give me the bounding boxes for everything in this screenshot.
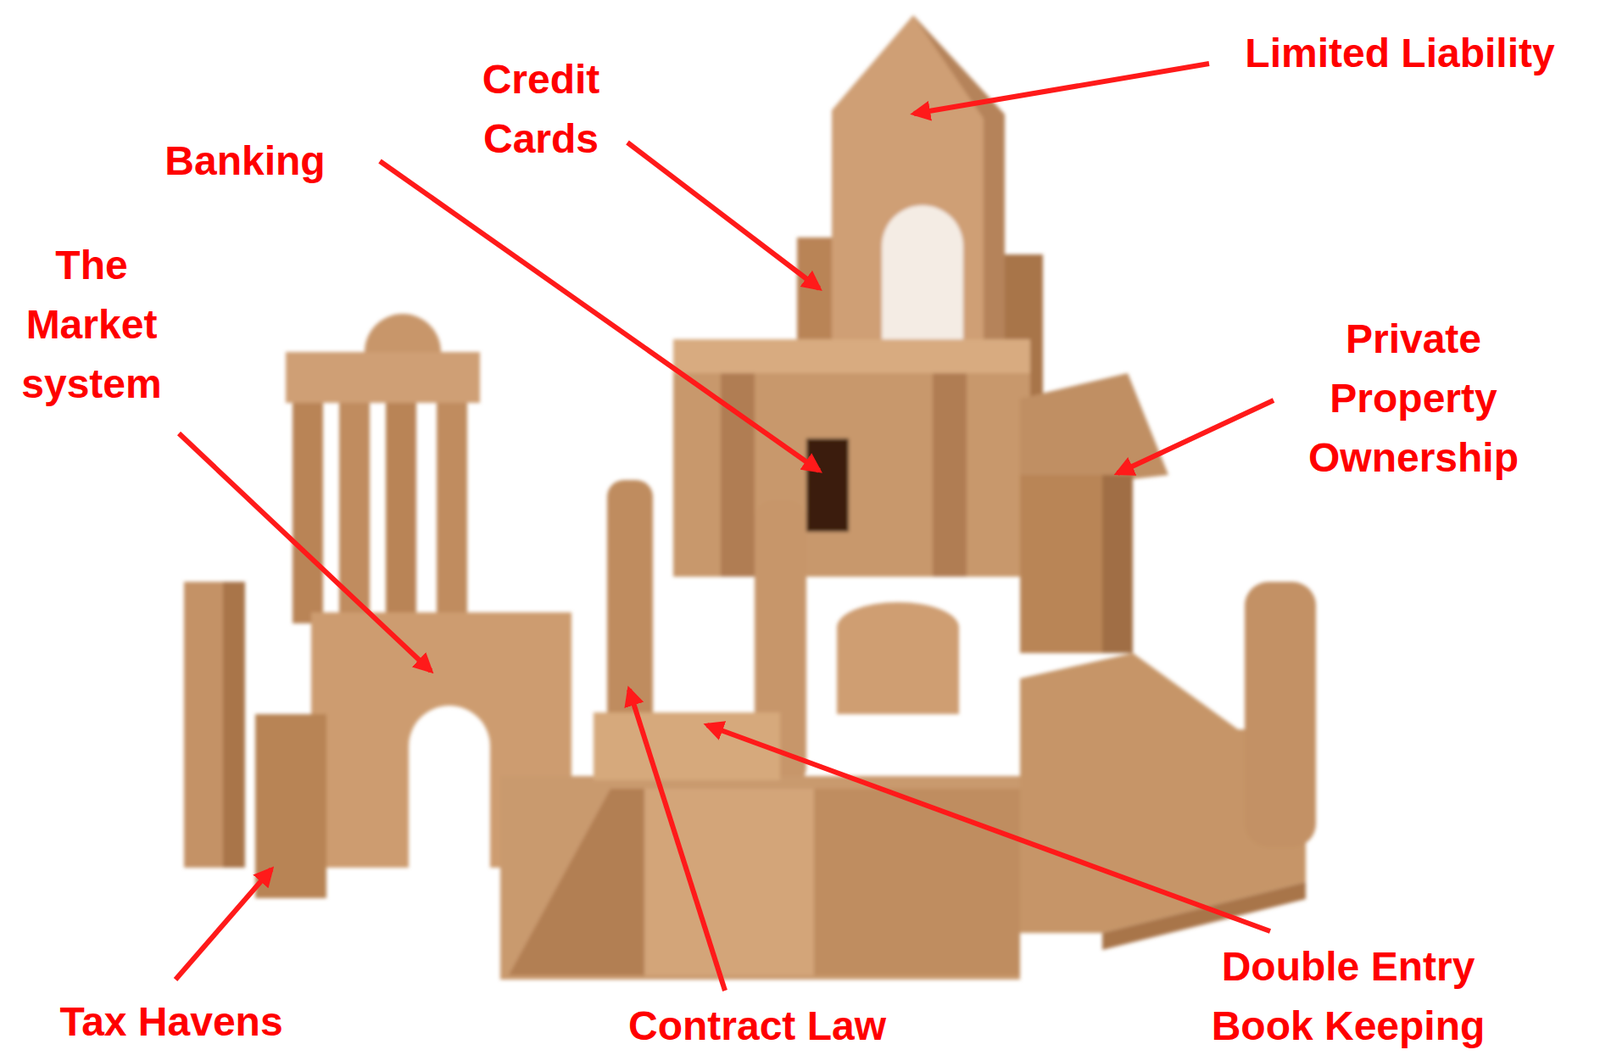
leader-arrow — [627, 142, 820, 289]
leader-arrow — [379, 161, 820, 471]
callout-label: Banking — [117, 131, 373, 191]
callout-label: Private Property Ownership — [1286, 309, 1541, 488]
callout-label: Double Entry Book Keeping — [1191, 936, 1506, 1056]
leader-arrow — [1117, 400, 1274, 474]
callout-label: Credit Cards — [447, 50, 635, 169]
callout-label: The Market system — [6, 235, 177, 414]
leader-arrow — [707, 724, 1271, 932]
leader-arrow — [178, 433, 431, 671]
leader-arrow — [175, 869, 272, 980]
leader-arrow — [629, 689, 725, 991]
leader-arrows — [175, 63, 1274, 991]
blocks — [183, 15, 1316, 980]
callout-label: Limited Liability — [1230, 23, 1570, 84]
leader-arrow — [914, 63, 1210, 114]
callout-label: Contract Law — [579, 996, 936, 1056]
callout-label: Tax Havens — [31, 992, 312, 1052]
